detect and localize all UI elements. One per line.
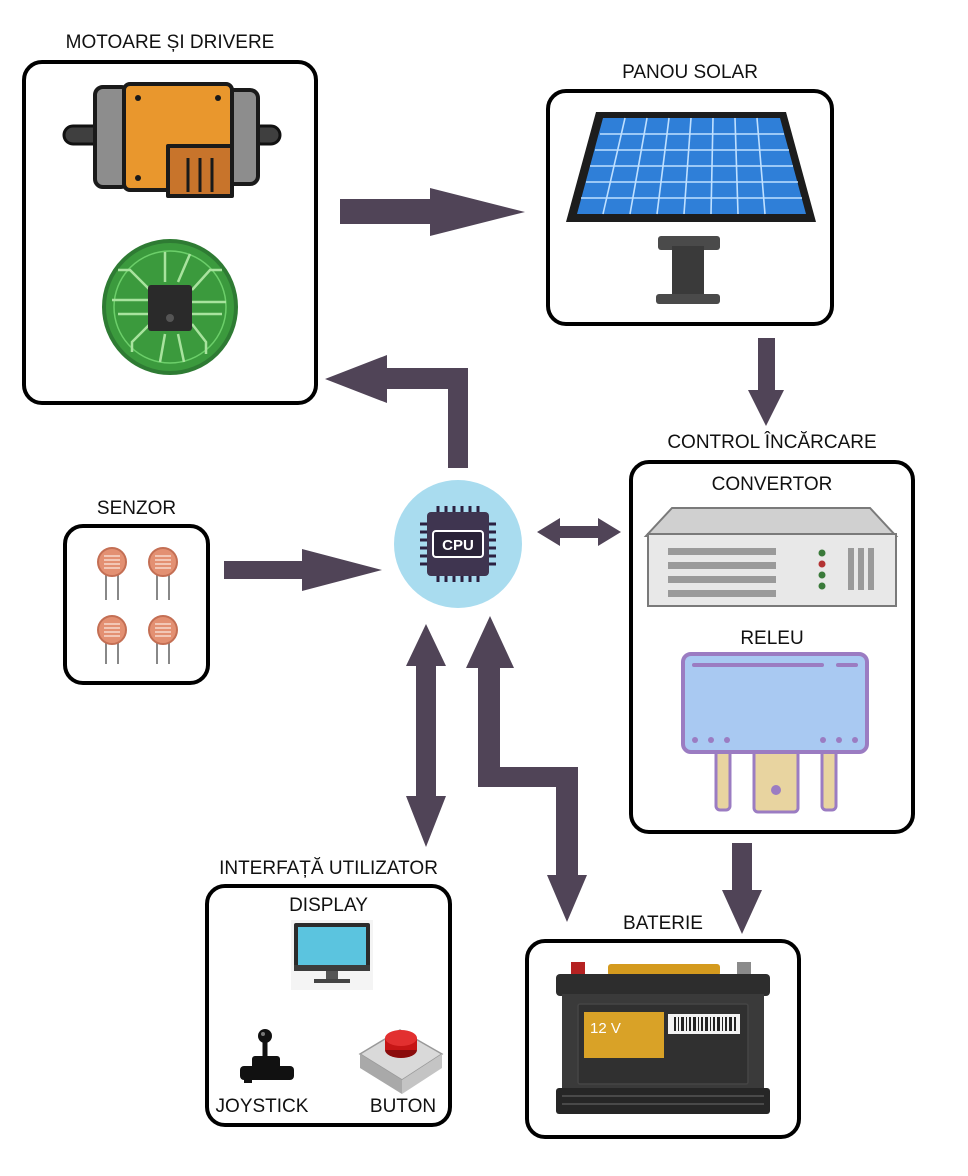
battery-icon: 12 V bbox=[556, 962, 770, 1114]
cpu-text: CPU bbox=[442, 537, 474, 554]
arrow-charge-to-battery bbox=[722, 843, 762, 934]
arrow-cpu-to-motors bbox=[325, 355, 468, 468]
arrow-solar-to-charge bbox=[748, 338, 784, 426]
arrows bbox=[224, 188, 784, 934]
arrow-sensor-to-cpu bbox=[224, 549, 382, 591]
battery-voltage: 12 V bbox=[590, 1020, 621, 1037]
converter-icon bbox=[643, 507, 899, 607]
push-button-icon bbox=[358, 1029, 444, 1094]
driver-board-icon bbox=[102, 239, 238, 375]
button-label: BUTON bbox=[369, 1096, 437, 1117]
sensor-box bbox=[63, 524, 210, 685]
converter-label: CONVERTOR bbox=[711, 474, 833, 495]
joystick-label: JOYSTICK bbox=[215, 1096, 309, 1117]
battery-label: BATERIE bbox=[623, 913, 703, 934]
sensor-label: SENZOR bbox=[96, 498, 177, 519]
motor-icon bbox=[62, 82, 282, 198]
ui-label: INTERFAȚĂ UTILIZATOR bbox=[219, 858, 438, 879]
arrow-motors-to-solar bbox=[340, 188, 525, 236]
cpu-icon: CPU bbox=[394, 480, 522, 608]
relay-icon bbox=[681, 652, 869, 814]
charge-control-label: CONTROL ÎNCĂRCARE bbox=[667, 432, 877, 453]
arrow-cpu-ui bbox=[406, 624, 446, 847]
monitor-icon bbox=[291, 920, 373, 990]
joystick-icon bbox=[240, 1029, 294, 1083]
solar-label: PANOU SOLAR bbox=[622, 62, 758, 83]
arrow-cpu-charge bbox=[537, 518, 621, 546]
photoresistor-icon bbox=[97, 547, 178, 664]
solar-panel-icon bbox=[566, 112, 816, 304]
relay-label: RELEU bbox=[740, 628, 804, 649]
display-label: DISPLAY bbox=[289, 895, 368, 916]
motors-label: MOTOARE ȘI DRIVERE bbox=[65, 32, 275, 53]
arrow-cpu-battery bbox=[466, 616, 587, 922]
